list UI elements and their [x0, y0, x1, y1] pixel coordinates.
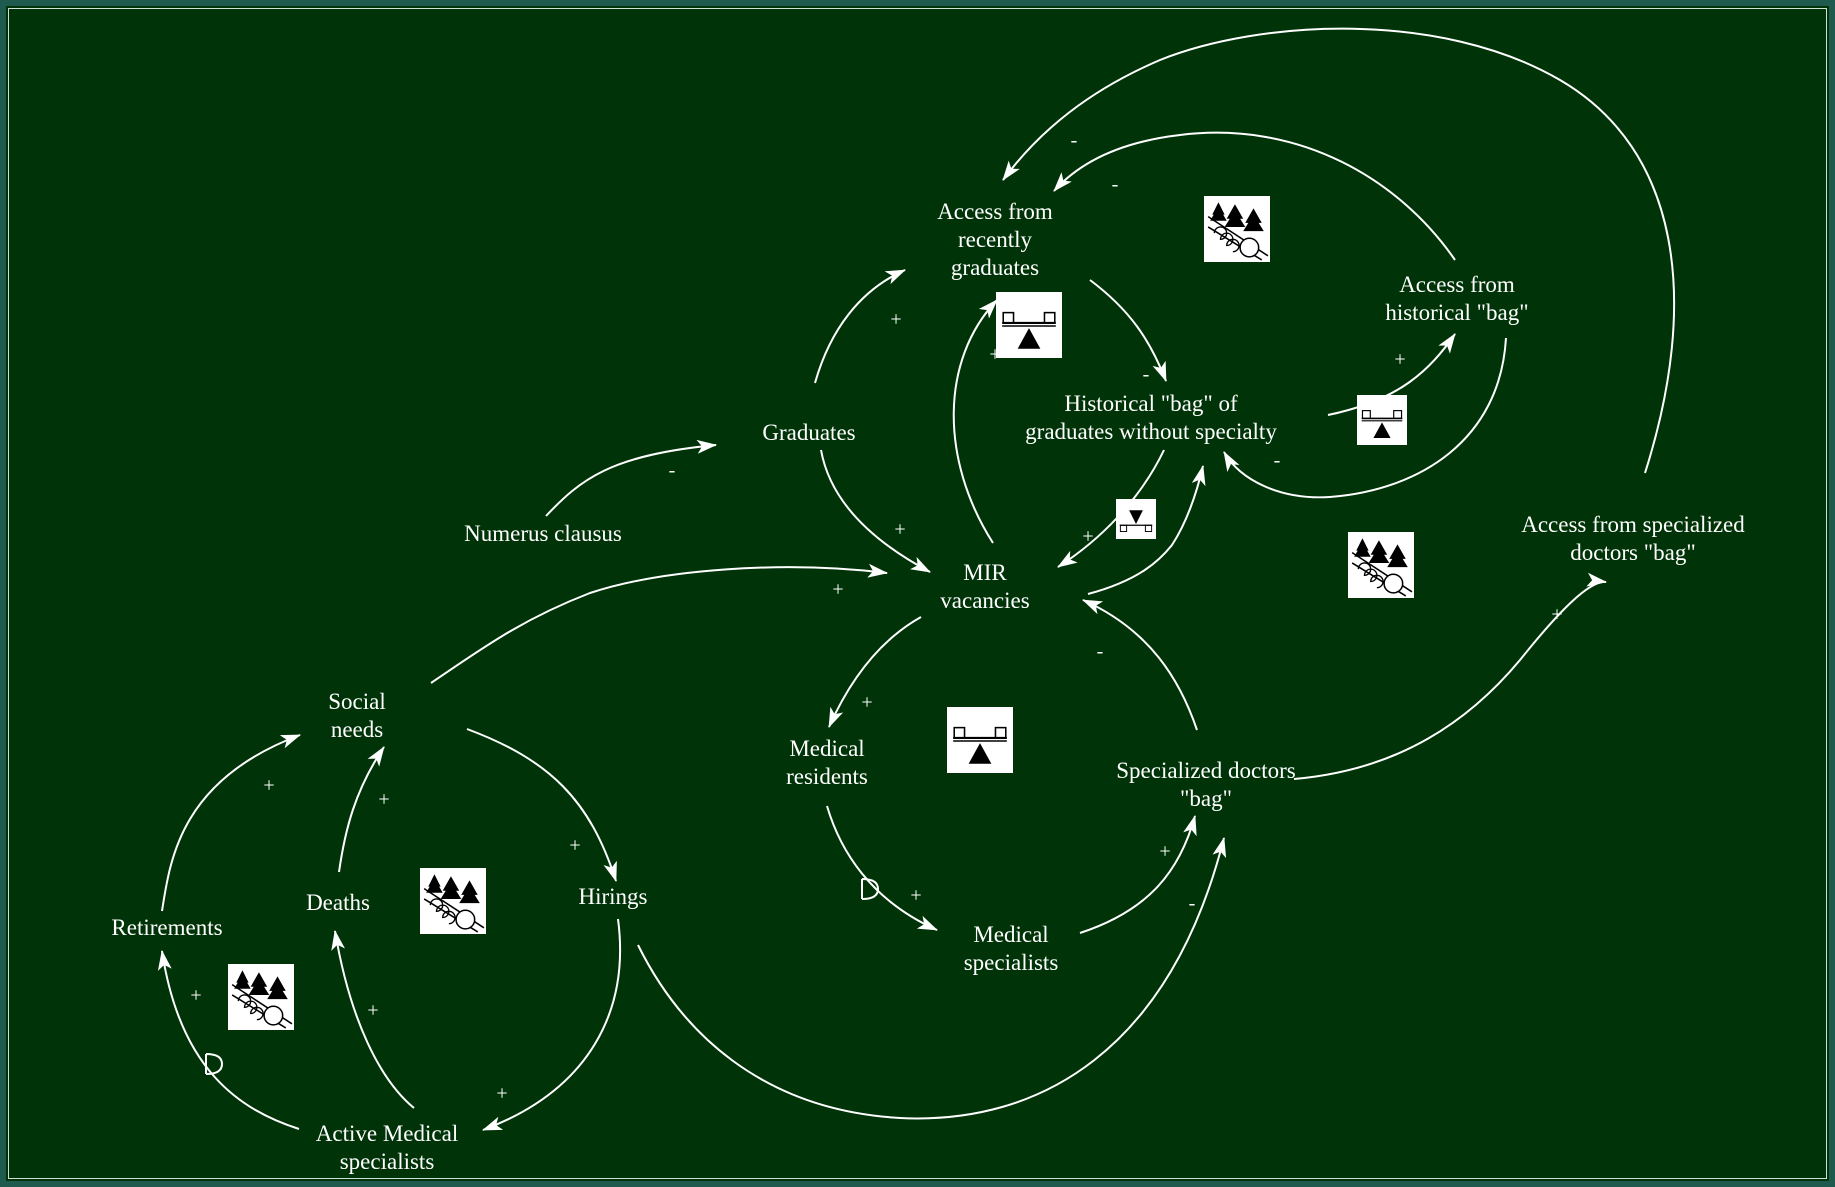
node-label-line: graduates without specialty	[1025, 419, 1277, 444]
node-label-line: Medical	[973, 922, 1049, 947]
polarity-sign: +	[989, 343, 1001, 366]
node-mir: MIR vacancies	[940, 559, 1029, 615]
polarity-sign: +	[263, 774, 275, 797]
link-graduates-to-access-recent	[814, 269, 906, 384]
polarity-sign: -	[1188, 892, 1196, 915]
node-med-spec: Medical specialists	[964, 921, 1059, 977]
polarity-sign: +	[569, 834, 581, 857]
node-access-spec: Access from specialized doctors "bag"	[1521, 511, 1745, 567]
node-label-line: doctors "bag"	[1570, 540, 1696, 565]
node-access-hist: Access from historical "bag"	[1385, 271, 1528, 327]
node-active: Active Medical specialists	[316, 1120, 458, 1176]
link-graduates-to-mir	[820, 449, 931, 573]
polarity-sign: -	[1096, 640, 1104, 663]
balancing-loop-icon	[1357, 395, 1407, 445]
node-label-line: Retirements	[111, 915, 223, 940]
node-label-line: "bag"	[1180, 786, 1232, 811]
link-numerus-to-graduates	[545, 439, 717, 517]
link-access-hist-to-hist-bag	[1223, 337, 1507, 499]
polarity-sign: -	[668, 459, 676, 482]
node-label-line: vacancies	[940, 588, 1030, 613]
balancing-loop-icon	[996, 292, 1062, 358]
link-active-to-deaths	[331, 930, 415, 1109]
node-deaths: Deaths	[306, 889, 370, 917]
link-active-to-retirements	[157, 950, 300, 1130]
delay-mark	[861, 878, 880, 900]
polarity-sign: +	[1082, 525, 1094, 548]
link-mir-to-hist-bag	[1087, 465, 1206, 595]
node-graduates: Graduates	[762, 419, 855, 447]
polarity-sign: +	[861, 691, 873, 714]
link-hist-bag-to-access-hist	[1327, 333, 1456, 416]
node-residents: Medical residents	[786, 735, 868, 791]
node-label-line: Access from	[937, 199, 1053, 224]
polarity-sign: +	[496, 1082, 508, 1105]
node-access-recent: Access from recently graduates	[937, 198, 1053, 282]
node-spec-bag: Specialized doctors "bag"	[1116, 757, 1295, 813]
node-label-line: needs	[330, 717, 384, 742]
node-label-line: recently	[957, 227, 1033, 252]
polarity-sign: -	[1273, 449, 1281, 472]
balancing-loop-icon	[1116, 499, 1156, 539]
node-label-line: specialists	[339, 1149, 435, 1174]
balancing-loop-icon	[947, 707, 1013, 773]
reinforcing-loop-icon	[228, 964, 294, 1030]
link-hirings-to-active	[482, 918, 622, 1131]
link-spec-bag-to-access-spec	[1293, 572, 1607, 780]
polarity-sign: +	[1551, 603, 1563, 626]
link-residents-to-med-spec	[826, 805, 938, 931]
polarity-sign: -	[1111, 173, 1119, 196]
polarity-sign: +	[190, 984, 202, 1007]
link-mir-to-residents	[828, 616, 922, 728]
node-hirings: Hirings	[579, 883, 648, 911]
link-spec-bag-to-mir	[1082, 599, 1198, 731]
polarity-sign: +	[894, 518, 906, 541]
node-numerus: Numerus clausus	[464, 520, 622, 548]
node-label-line: Historical "bag" of	[1064, 391, 1238, 416]
node-label-line: residents	[786, 764, 868, 789]
link-access-recent-to-hist-bag	[1089, 279, 1167, 382]
node-hist-bag: Historical "bag" of graduates without spe…	[1025, 390, 1277, 446]
polarity-sign: -	[1070, 129, 1078, 152]
node-label-line: Medical	[789, 736, 865, 761]
node-label-line: Active Medical	[315, 1121, 459, 1146]
node-label-line: MIR	[963, 560, 1007, 585]
link-mir-to-access-recent	[952, 299, 998, 544]
link-access-spec-to-access-recent	[1002, 27, 1676, 474]
link-social-to-hirings	[466, 728, 617, 882]
polarity-sign: +	[890, 308, 902, 331]
polarity-sign: +	[910, 884, 922, 907]
reinforcing-loop-icon	[420, 868, 486, 934]
node-label-line: Specialized doctors	[1116, 758, 1296, 783]
polarity-sign: +	[1394, 348, 1406, 371]
polarity-sign: +	[832, 578, 844, 601]
node-social: Social needs	[328, 688, 386, 744]
reinforcing-loop-icon	[1204, 196, 1270, 262]
polarity-sign: -	[1142, 363, 1150, 386]
link-med-spec-to-spec-bag	[1079, 815, 1197, 934]
node-label-line: Access from specialized	[1521, 512, 1745, 537]
node-retirements: Retirements	[111, 914, 222, 942]
node-label-line: Graduates	[762, 420, 856, 445]
link-hirings-to-spec-bag	[637, 837, 1227, 1120]
node-label-line: historical "bag"	[1385, 300, 1529, 325]
delay-mark	[205, 1053, 224, 1075]
node-label-line: Access from	[1399, 272, 1515, 297]
polarity-sign: +	[378, 788, 390, 811]
node-label-line: Hirings	[578, 884, 648, 909]
node-label-line: Social	[328, 689, 386, 714]
link-social-to-mir	[430, 563, 888, 684]
link-deaths-to-social	[338, 746, 385, 873]
polarity-sign: +	[367, 999, 379, 1022]
node-label-line: Deaths	[306, 890, 370, 915]
node-label-line: Numerus clausus	[464, 521, 622, 546]
link-access-hist-to-access-recent	[1053, 131, 1456, 261]
link-retirements-to-social	[161, 734, 301, 912]
node-label-line: specialists	[963, 950, 1059, 975]
polarity-sign: +	[1159, 840, 1171, 863]
reinforcing-loop-icon	[1348, 532, 1414, 598]
node-label-line: graduates	[950, 255, 1040, 280]
